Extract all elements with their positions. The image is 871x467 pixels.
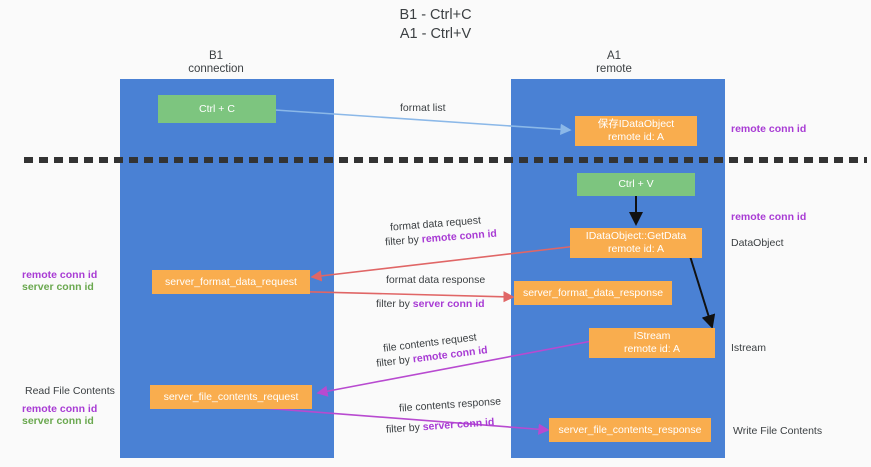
filter-prefix: filter by <box>384 233 423 249</box>
filter-prefix: filter by <box>385 421 424 436</box>
box-save-idataobject-line1: 保存IDataObject <box>597 118 675 130</box>
box-save-idataobject[interactable]: 保存IDataObject remote id: A <box>575 116 697 146</box>
box-server-format-data-request-label: server_format_data_request <box>165 275 297 288</box>
filter-key-server-conn-id: server conn id <box>422 416 495 434</box>
box-save-idataobject-line2: remote id: A <box>607 131 665 143</box>
diagram-title: B1 - Ctrl+C A1 - Ctrl+V <box>0 6 871 44</box>
box-server-file-contents-response-label: server_file_contents_response <box>558 423 702 436</box>
box-server-format-data-request[interactable]: server_format_data_request <box>152 270 310 294</box>
column-header-a1-name: A1 <box>606 50 622 62</box>
annotation-left-server-conn-id-bottom: server conn id <box>22 415 94 427</box>
box-idataobject-getdata-line1: IDataObject::GetData <box>585 230 687 242</box>
box-ctrl-c-label: Ctrl + C <box>199 102 235 115</box>
box-idataobject-getdata-line2: remote id: A <box>607 243 665 255</box>
box-istream-line1: IStream <box>633 330 671 342</box>
annotation-left-read-file-contents: Read File Contents <box>25 385 115 397</box>
annotation-left-remote-conn-id-bottom: remote conn id <box>22 403 98 415</box>
box-ctrl-c[interactable]: Ctrl + C <box>158 95 276 123</box>
column-header-a1: A1 remote <box>534 50 694 76</box>
annotation-right-remote-conn-id-mid: remote conn id <box>731 211 807 223</box>
column-header-b1-sub: connection <box>188 63 244 75</box>
box-istream-line2: remote id: A <box>623 343 681 355</box>
box-server-format-data-response-label: server_format_data_response <box>522 286 664 299</box>
section-divider-dashed <box>24 157 867 163</box>
column-header-a1-sub: remote <box>596 63 632 75</box>
column-header-b1: B1 connection <box>136 50 296 76</box>
box-ctrl-v[interactable]: Ctrl + V <box>577 173 695 196</box>
box-ctrl-v-label: Ctrl + V <box>618 178 654 190</box>
annotation-right-istream: Istream <box>731 342 767 354</box>
annotation-right-write-file-contents: Write File Contents <box>733 425 823 437</box>
annotation-left-server-conn-id-mid: server conn id <box>22 281 94 293</box>
filter-key-server-conn-id: server conn id <box>412 298 485 310</box>
edge-label-format-data-response-filter: filter by server conn id <box>376 298 485 311</box>
edge-label-file-contents-response-filter: filter by server conn id <box>386 416 495 437</box>
box-server-file-contents-response[interactable]: server_file_contents_response <box>549 418 711 442</box>
annotation-left-remote-conn-id-mid: remote conn id <box>22 269 98 281</box>
edge-label-format-list: format list <box>400 102 446 114</box>
annotation-right-remote-conn-id-top: remote conn id <box>731 123 807 135</box>
edge-label-file-contents-response: file contents response <box>398 395 502 415</box>
filter-prefix: filter by <box>376 298 413 310</box>
box-server-file-contents-request[interactable]: server_file_contents_request <box>150 385 312 409</box>
title-line-2: A1 - Ctrl+V <box>399 26 472 42</box>
edge-label-format-data-response: format data response <box>386 274 486 286</box>
column-header-b1-name: B1 <box>208 50 224 62</box>
box-idataobject-getdata[interactable]: IDataObject::GetData remote id: A <box>570 228 702 258</box>
box-server-file-contents-request-label: server_file_contents_request <box>163 390 299 403</box>
box-istream[interactable]: IStream remote id: A <box>589 328 715 358</box>
annotation-right-dataobject: DataObject <box>731 237 784 249</box>
box-server-format-data-response[interactable]: server_format_data_response <box>514 281 672 305</box>
title-line-1: B1 - Ctrl+C <box>399 7 472 23</box>
filter-prefix: filter by <box>375 353 414 370</box>
